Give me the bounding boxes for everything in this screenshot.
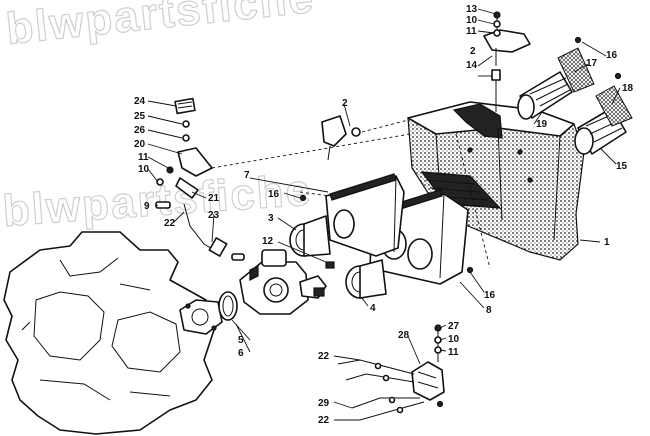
choke-lever [483, 11, 531, 112]
callout-1: 1 [604, 237, 610, 248]
callout-16: 16 [606, 50, 618, 61]
callout-22: 22 [164, 218, 176, 229]
callout-12: 12 [262, 236, 274, 247]
leader-lines [147, 8, 621, 421]
callout-18: 18 [622, 83, 634, 94]
callout-27: 27 [448, 321, 460, 332]
callout-29: 29 [318, 398, 330, 409]
callout-11: 11 [138, 152, 149, 163]
callout-10: 10 [466, 15, 478, 26]
callout-22: 22 [318, 415, 330, 426]
callout-23: 23 [208, 210, 220, 221]
callout-4: 4 [370, 303, 376, 314]
callout-28: 28 [398, 330, 410, 341]
callout-21: 21 [208, 193, 220, 204]
callout-16: 16 [484, 290, 496, 301]
callout-13: 13 [466, 4, 478, 15]
callout-5: 5 [238, 335, 244, 346]
callout-11: 11 [466, 26, 477, 37]
callout-2: 2 [342, 98, 348, 109]
callouts: 13 10 11 2 14 16 17 18 19 15 24 25 26 20… [134, 4, 634, 426]
callout-11: 11 [448, 347, 459, 358]
callout-20: 20 [134, 139, 146, 150]
throttle-cable [211, 119, 491, 269]
intake-screens [557, 47, 633, 127]
callout-15: 15 [616, 161, 628, 172]
callout-10: 10 [138, 164, 150, 175]
carb-flange [179, 299, 223, 335]
boot-upper [289, 215, 331, 257]
callout-10: 10 [448, 334, 460, 345]
callout-2: 2 [470, 46, 476, 57]
fasteners [299, 36, 622, 274]
callout-16: 16 [268, 189, 280, 200]
callout-8: 8 [486, 305, 492, 316]
fuel-components [155, 97, 245, 261]
callout-17: 17 [586, 58, 598, 69]
callout-26: 26 [134, 125, 146, 136]
watermark: blwpartsfiche blwpartsfiche [1, 0, 318, 237]
watermark-text-top: blwpartsfiche [4, 0, 317, 54]
upper-duct [325, 173, 405, 257]
callout-14: 14 [466, 60, 478, 71]
carburetor [239, 249, 327, 315]
callout-3: 3 [268, 213, 274, 224]
boot-lower [345, 259, 387, 299]
intake-tube-upper [517, 71, 573, 120]
fuel-hoses [337, 359, 425, 421]
callout-19: 19 [536, 119, 548, 130]
callout-25: 25 [134, 111, 146, 122]
callout-22: 22 [318, 351, 330, 362]
lower-duct [369, 189, 469, 285]
engine-block [3, 231, 215, 435]
cable-bracket [321, 115, 361, 161]
watermark-text-bottom: blwpartsfiche [1, 165, 313, 235]
callout-6: 6 [238, 348, 244, 359]
clamp-ring [218, 291, 238, 321]
callout-24: 24 [134, 96, 146, 107]
callout-7: 7 [244, 170, 250, 181]
callout-9: 9 [144, 201, 150, 212]
fuel-pump [411, 324, 445, 408]
